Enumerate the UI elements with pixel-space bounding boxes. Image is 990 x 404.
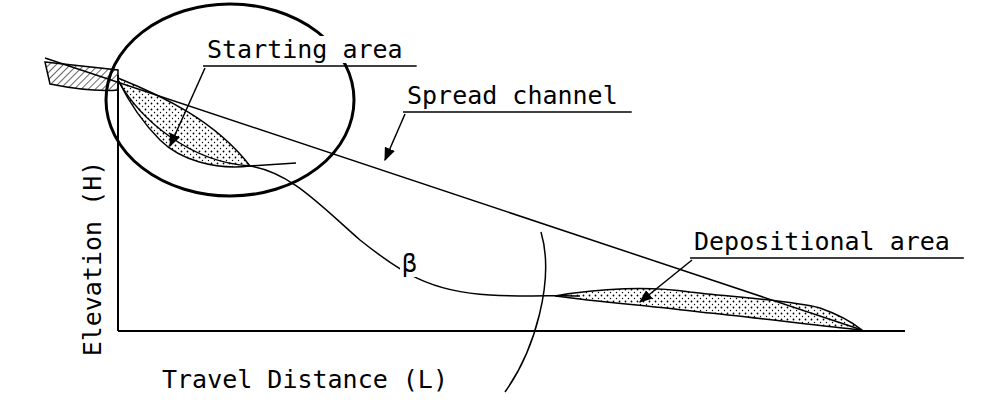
angle-symbol: β bbox=[400, 250, 419, 277]
leader-arrow bbox=[640, 260, 692, 302]
starting-area-mass bbox=[118, 78, 250, 167]
axis-title: Travel Distance (L) bbox=[160, 366, 450, 393]
slip-surface bbox=[250, 163, 296, 166]
reach-line bbox=[45, 58, 862, 330]
area-label: Starting area bbox=[205, 36, 405, 63]
axis-title: Elevation (H) bbox=[80, 158, 107, 358]
leader-arrow bbox=[385, 114, 405, 160]
angle-arc bbox=[505, 232, 546, 392]
area-label: Spread channel bbox=[405, 82, 620, 109]
area-label: Depositional area bbox=[692, 228, 952, 255]
distance-axis bbox=[118, 330, 905, 332]
depositional-mass bbox=[555, 289, 862, 330]
label-underline bbox=[203, 65, 417, 67]
elevation-axis bbox=[117, 75, 119, 331]
highlight-ellipse bbox=[106, 4, 354, 196]
label-underline bbox=[403, 111, 632, 113]
label-underline bbox=[690, 257, 964, 259]
leader-arrow bbox=[170, 68, 205, 146]
leader-lines bbox=[170, 66, 964, 302]
